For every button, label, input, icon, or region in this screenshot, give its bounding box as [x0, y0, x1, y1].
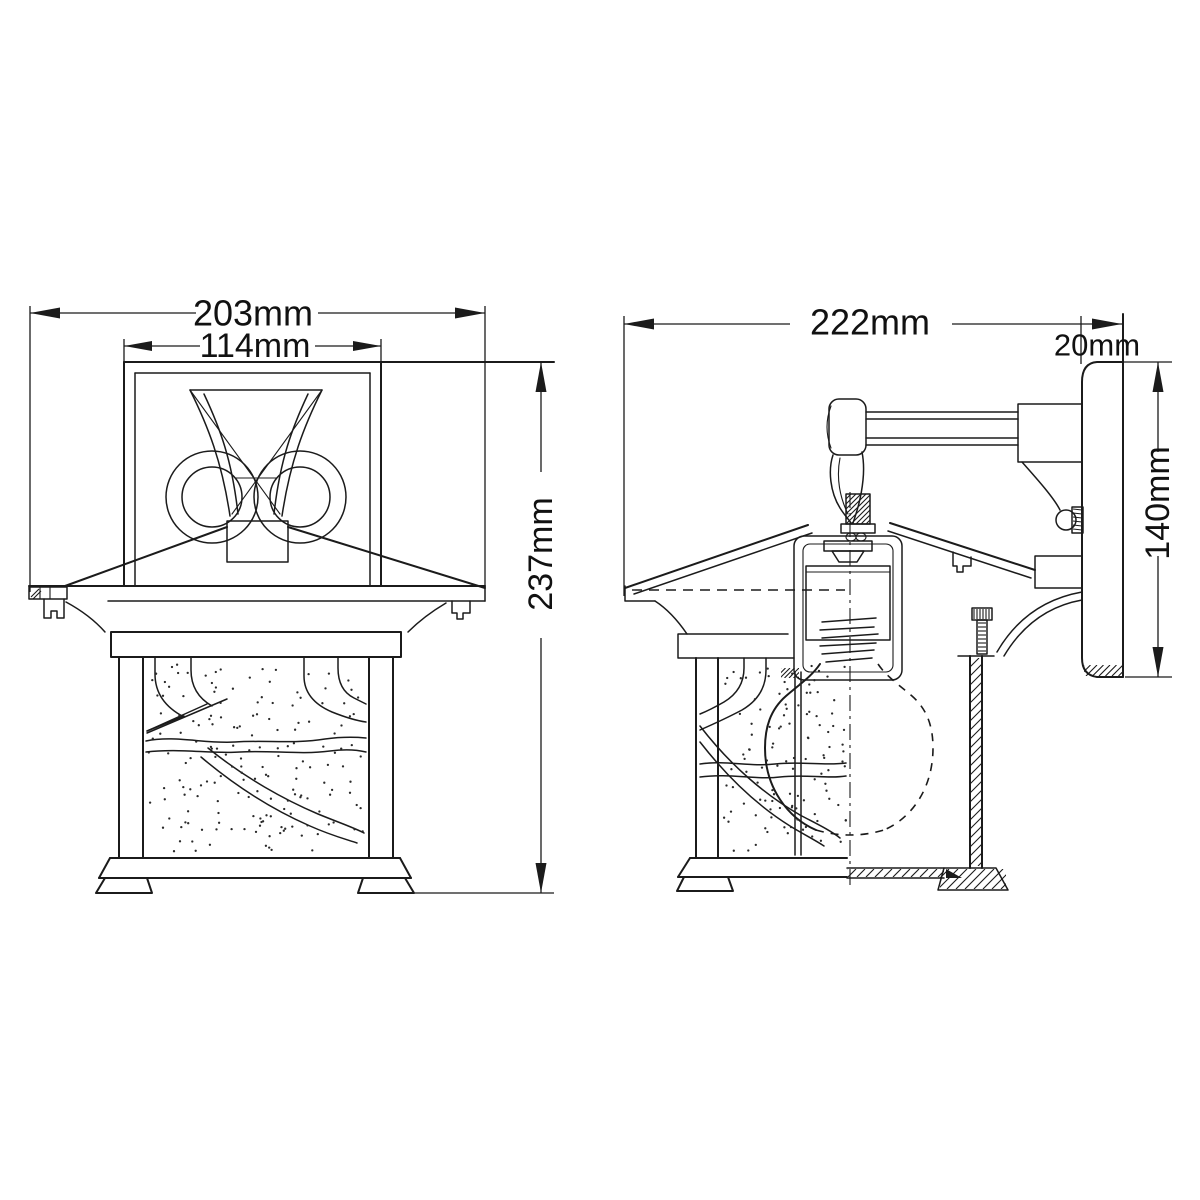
- dim-label-front-width: 203mm: [193, 293, 313, 334]
- retainer-tab-icon: [451, 600, 471, 620]
- grommet-hatch: [1072, 508, 1083, 531]
- seeded-glass-dots-side: [722, 664, 847, 852]
- dim-side-projection: 222mm: [623, 302, 1122, 596]
- glass-panel-side: [695, 657, 847, 859]
- roof-side: [624, 522, 1083, 602]
- socket-assembly: [805, 540, 891, 663]
- side-view: [624, 313, 1124, 892]
- frame-foot-hatch: [781, 668, 799, 678]
- section-bottom-plate: [846, 867, 962, 879]
- roof: [28, 526, 486, 602]
- cornice-side: [654, 600, 795, 659]
- wall-plate-hatch: [1084, 665, 1122, 676]
- feet: [95, 877, 415, 894]
- cord: [1021, 461, 1084, 534]
- base-side: [676, 857, 1009, 892]
- foot-side-front: [676, 876, 734, 892]
- dimensions: 203mm 114mm 237mm 222mm: [29, 293, 1177, 894]
- front-view: [28, 361, 555, 894]
- stud-hatch: [846, 494, 870, 524]
- dim-label-backplate-width: 114mm: [200, 327, 311, 365]
- base: [95, 857, 415, 894]
- eave-latch: [28, 586, 68, 619]
- branch-motif-side: [699, 657, 847, 847]
- backplate: [123, 361, 555, 587]
- dim-label-plate-height: 140mm: [1139, 446, 1177, 559]
- finial-stud: [840, 493, 876, 542]
- back-foot-hatch: [940, 869, 1006, 889]
- dim-plate-thickness: 20mm: [1054, 328, 1140, 363]
- cornice: [65, 601, 447, 658]
- socket-bracket: [781, 535, 903, 856]
- wall-plate: [1081, 313, 1124, 678]
- socket-threads: [819, 617, 879, 663]
- branch-motif-front: [145, 657, 367, 844]
- section-back-wall: [957, 591, 1083, 869]
- screw-shaft-hatch: [978, 622, 986, 652]
- retainer-clip-side-icon: [952, 551, 972, 573]
- dim-label-side-projection: 222mm: [810, 302, 930, 343]
- latch-hatch: [30, 588, 42, 600]
- screw-head-hatch: [973, 609, 990, 619]
- dim-front-overall-height: 237mm: [414, 362, 560, 894]
- mounting-arm: [826, 398, 1083, 463]
- back-wall-hatch: [970, 658, 982, 866]
- glass-panel: [118, 656, 394, 859]
- dim-label-plate-thickness: 20mm: [1054, 328, 1140, 363]
- finial-ornament: [165, 389, 347, 563]
- foot-side-back: [937, 867, 1009, 891]
- cord-grommet-icon: [1055, 509, 1077, 531]
- thumbscrew: [971, 607, 993, 655]
- dim-front-overall-width: 203mm: [29, 293, 486, 592]
- dim-plate-height: 140mm: [1123, 361, 1177, 678]
- bottom-plate-hatch: [847, 869, 944, 877]
- dim-label-front-height: 237mm: [522, 497, 560, 610]
- dim-front-backplate-width: 114mm: [123, 327, 382, 365]
- seeded-glass-dots-front: [147, 663, 364, 853]
